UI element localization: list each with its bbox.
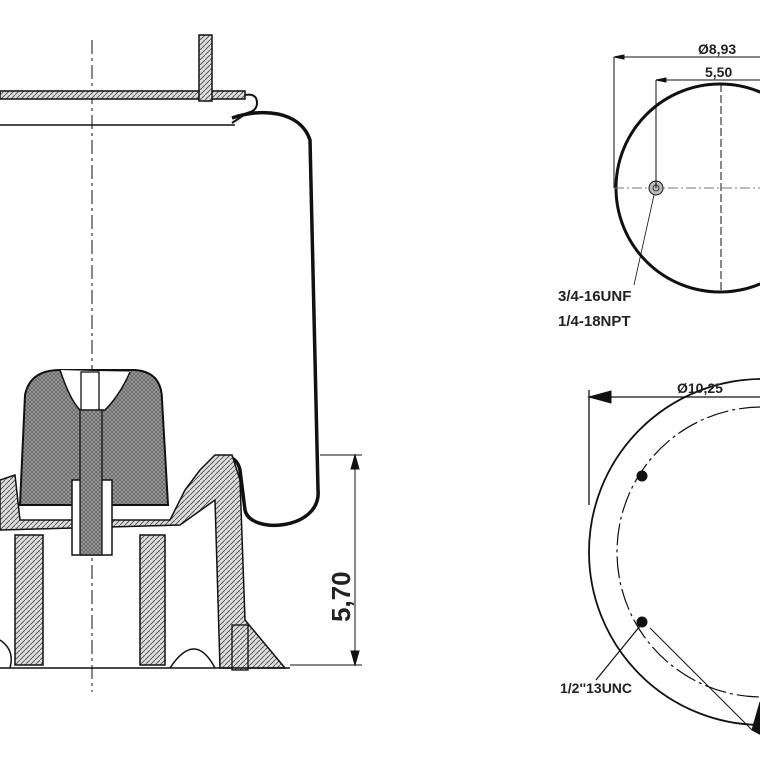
bolt-thread-label: 1/2''13UNC — [560, 680, 632, 696]
mounting-stud — [198, 34, 213, 102]
outer-diameter-label: Ø8,93 — [698, 41, 736, 57]
bolt-hole-lower — [636, 616, 648, 628]
piston-base-outline — [588, 378, 760, 726]
port-offset-label: 5,50 — [705, 64, 732, 80]
port-thread-label-1: 3/4-16UNF — [558, 288, 631, 305]
bottom-diameter-label: Ø10,25 — [677, 380, 723, 396]
top-plan-view — [613, 54, 760, 294]
height-dimension-label: 5,70 — [326, 571, 356, 622]
bolt-hole-upper — [636, 470, 648, 482]
port-thread-label-2: 1/4-18NPT — [558, 313, 631, 330]
rubber-bellows — [183, 110, 320, 528]
bottom-plan-view — [587, 378, 760, 735]
side-section-view — [0, 34, 362, 692]
